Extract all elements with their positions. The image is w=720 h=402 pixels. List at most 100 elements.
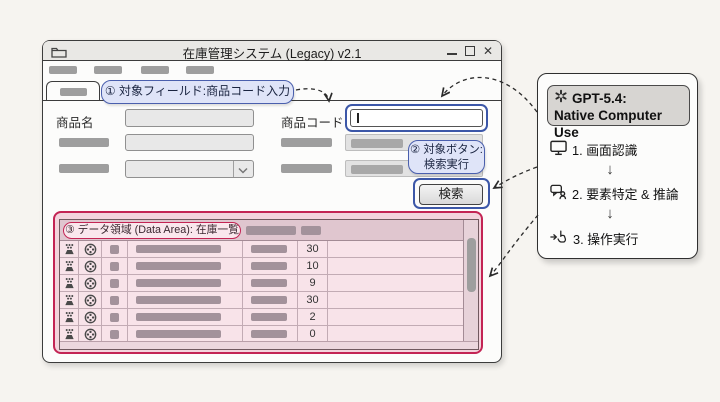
table-row[interactable]: 30 — [60, 292, 465, 309]
text-placeholder — [136, 330, 221, 338]
status-placeholder — [110, 244, 119, 254]
crowd-icon — [60, 309, 79, 325]
status-cell — [102, 258, 128, 274]
dropdown-select[interactable] — [125, 160, 254, 178]
status-placeholder — [110, 329, 119, 339]
menu-item-placeholder[interactable] — [49, 66, 77, 74]
empty-cell — [328, 292, 465, 308]
step-label: 1. 画面認識 — [572, 143, 638, 158]
quantity-cell: 30 — [298, 241, 328, 257]
close-icon[interactable]: ✕ — [482, 43, 493, 58]
step-label: 3. 操作実行 — [573, 232, 639, 247]
openai-logo-icon — [554, 89, 568, 107]
product-code-input[interactable] — [350, 109, 483, 127]
status-cell — [102, 292, 128, 308]
step-label: 2. 要素特定 & 推論 — [572, 187, 679, 202]
table-row[interactable]: 9 — [60, 275, 465, 292]
crowd-icon — [60, 241, 79, 257]
gpt-panel-header: GPT-5.4: Native Computer Use — [547, 85, 690, 140]
crowd-icon — [60, 275, 79, 291]
text-placeholder — [136, 313, 221, 321]
title-bar[interactable]: 在庫管理システム (Legacy) v2.1 ✕ — [43, 41, 501, 61]
element-select-icon — [550, 184, 567, 203]
step-element-identification: 2. 要素特定 & 推論 — [550, 184, 679, 203]
status-placeholder — [110, 312, 119, 322]
column-header-placeholder — [246, 226, 296, 235]
step-screen-recognition: 1. 画面認識 — [550, 140, 637, 159]
dropdown-button[interactable] — [233, 161, 253, 177]
text-placeholder — [251, 279, 287, 287]
click-action-icon — [550, 229, 568, 248]
gpt-panel: GPT-5.4: Native Computer Use 1. 画面認識 ↓ 2… — [537, 73, 698, 259]
monitor-icon — [550, 140, 567, 159]
empty-cell — [328, 275, 465, 291]
crowd-icon — [60, 292, 79, 308]
value-placeholder — [351, 165, 403, 174]
window-title: 在庫管理システム (Legacy) v2.1 — [182, 47, 362, 61]
gpt-title-line1: GPT-5.4: — [572, 90, 627, 106]
field-label-placeholder — [59, 164, 109, 173]
code-cell — [243, 275, 298, 291]
folder-icon — [51, 45, 67, 63]
name-cell — [128, 275, 243, 291]
status-placeholder — [110, 295, 119, 305]
text-placeholder — [251, 262, 287, 270]
status-cell — [102, 309, 128, 325]
quantity-cell: 10 — [298, 258, 328, 274]
name-cell — [128, 292, 243, 308]
flow-arrow-down: ↓ — [606, 205, 614, 222]
vertical-scrollbar-thumb[interactable] — [466, 238, 476, 292]
wheel-icon — [79, 241, 102, 257]
data-area-highlight: ③ データ領域 (Data Area): 在庫一覧 30 — [53, 211, 483, 354]
form-input-placeholder[interactable] — [125, 134, 254, 151]
text-placeholder — [251, 296, 287, 304]
table-row[interactable]: 30 — [60, 241, 465, 258]
field-label-placeholder — [281, 138, 332, 147]
menu-item-placeholder[interactable] — [186, 66, 214, 74]
annotation-target-button-line1: ② 対象ボタン: — [410, 144, 483, 156]
code-cell — [243, 258, 298, 274]
annotation-target-button-line2: 検索実行 — [423, 158, 470, 171]
empty-cell — [328, 241, 465, 257]
status-placeholder — [110, 261, 119, 271]
wheel-icon — [79, 275, 102, 291]
table-row[interactable]: 10 — [60, 258, 465, 275]
column-header-placeholder — [301, 226, 321, 235]
gpt-title-line2: Native Computer Use — [554, 108, 663, 140]
active-tab[interactable] — [46, 81, 100, 101]
product-name-input[interactable] — [125, 109, 254, 127]
chevron-down-icon — [238, 167, 248, 174]
empty-cell — [328, 309, 465, 325]
maximize-icon[interactable] — [465, 46, 475, 56]
text-placeholder — [136, 245, 221, 253]
quantity-cell: 30 — [298, 292, 328, 308]
code-cell — [243, 292, 298, 308]
annotation-target-field: ① 対象フィールド:商品コード入力 — [101, 80, 294, 104]
text-placeholder — [136, 279, 221, 287]
text-placeholder — [136, 262, 221, 270]
vertical-scrollbar-track[interactable] — [463, 220, 478, 343]
minimize-icon[interactable] — [447, 53, 457, 55]
crowd-icon — [60, 326, 79, 342]
value-placeholder — [351, 139, 403, 148]
table-row[interactable]: 2 — [60, 309, 465, 326]
wheel-icon — [79, 326, 102, 342]
name-cell — [128, 309, 243, 325]
table-header-row: ③ データ領域 (Data Area): 在庫一覧 — [60, 220, 478, 241]
code-cell — [243, 326, 298, 342]
product-name-label: 商品名 — [56, 116, 94, 130]
menu-item-placeholder[interactable] — [141, 66, 169, 74]
code-cell — [243, 241, 298, 257]
name-cell — [128, 241, 243, 257]
wheel-icon — [79, 309, 102, 325]
horizontal-scrollbar-track[interactable] — [60, 341, 478, 349]
menu-item-placeholder[interactable] — [94, 66, 122, 74]
wheel-icon — [79, 258, 102, 274]
inventory-table: ③ データ領域 (Data Area): 在庫一覧 30 — [59, 219, 479, 350]
search-button[interactable]: 検索 — [419, 183, 483, 205]
field-label-placeholder — [281, 164, 332, 173]
empty-cell — [328, 258, 465, 274]
text-caret — [357, 113, 359, 123]
wheel-icon — [79, 292, 102, 308]
status-cell — [102, 275, 128, 291]
